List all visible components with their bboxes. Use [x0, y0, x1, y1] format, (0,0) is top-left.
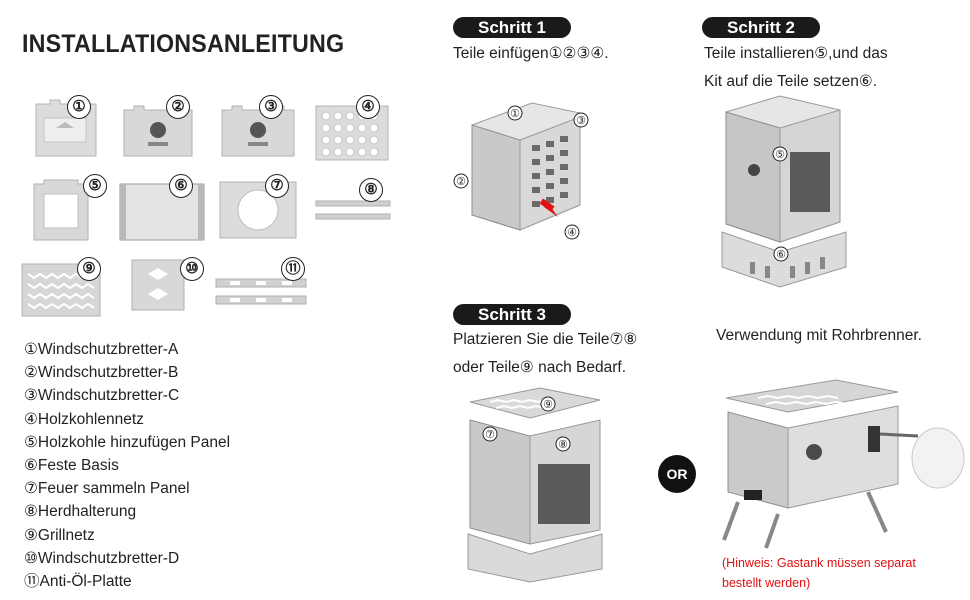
legend-item: ④Holzkohlennetz	[24, 410, 144, 428]
part-4-image	[315, 105, 389, 161]
part-6-image	[119, 183, 205, 241]
step2-illustration: ⑤ ⑥	[721, 95, 847, 288]
step3-callout-8: ⑧	[558, 439, 568, 451]
part-number-8: ⑧	[359, 178, 383, 202]
part-number-6: ⑥	[169, 174, 193, 198]
step2-callout-6: ⑥	[776, 249, 786, 261]
part-10-image	[131, 259, 185, 311]
step1-callout-3: ③	[576, 115, 586, 127]
step3-instruction-line2: oder Teile⑨ nach Bedarf.	[453, 359, 627, 376]
part-5-image	[33, 179, 89, 241]
part-3-image	[221, 105, 295, 157]
part-8	[314, 198, 392, 231]
part-11-image	[215, 278, 307, 305]
part-number-1: ①	[67, 95, 91, 119]
legend-item: ③Windschutzbretter-C	[24, 387, 180, 405]
part-1	[30, 98, 102, 167]
legend-item: ⑪Anti-Öl-Platte	[24, 572, 132, 590]
parts-legend: ①Windschutzbretter-A ②Windschutzbretter-…	[24, 338, 230, 593]
part-1-image	[35, 99, 97, 157]
legend-item: ⑦Feuer sammeln Panel	[24, 480, 190, 498]
part-6	[116, 182, 208, 249]
legend-item: ⑩Windschutzbretter-D	[24, 549, 180, 567]
tube-burner-heading: Verwendung mit Rohrbrenner.	[716, 327, 922, 344]
part-11	[214, 276, 308, 315]
gas-tank-note-line1: (Hinweis: Gastank müssen separat	[722, 556, 916, 570]
legend-item: ⑨Grillnetz	[24, 526, 95, 544]
step2-callout-5: ⑤	[775, 149, 785, 161]
gas-tank-note-line2: bestellt werden)	[722, 576, 811, 590]
part-10	[128, 256, 188, 319]
part-number-3: ③	[259, 95, 283, 119]
step1-instruction: Teile einfügen①②③④.	[453, 45, 609, 62]
step2-badge: Schritt 2	[702, 17, 820, 38]
step1-illustration: ① ② ③ ④	[453, 102, 589, 240]
or-badge: OR	[658, 455, 696, 493]
part-8-image	[315, 200, 391, 220]
legend-item: ②Windschutzbretter-B	[24, 364, 179, 382]
step3-callout-9: ⑨	[543, 399, 553, 411]
step1-callout-4: ④	[567, 227, 577, 239]
tube-burner-illustration	[722, 379, 965, 549]
part-number-9: ⑨	[77, 257, 101, 281]
step2-instruction-line1: Teile installieren⑤,und das	[704, 45, 888, 62]
part-5	[30, 178, 92, 249]
step3-illustration: ⑨ ⑦ ⑧	[467, 387, 603, 583]
part-4	[314, 104, 390, 167]
part-number-11: ⑪	[281, 257, 305, 281]
part-number-2: ②	[166, 95, 190, 119]
step1-callout-2: ②	[456, 176, 466, 188]
part-number-7: ⑦	[265, 174, 289, 198]
step1-badge: Schritt 1	[453, 17, 571, 38]
part-number-4: ④	[356, 95, 380, 119]
page-title: INSTALLATIONSANLEITUNG	[22, 30, 345, 58]
legend-item: ①Windschutzbretter-A	[24, 341, 179, 358]
part-number-10: ⑩	[180, 257, 204, 281]
part-number-5: ⑤	[83, 174, 107, 198]
step1-callout-1: ①	[510, 108, 520, 120]
step2-instruction-line2: Kit auf die Teile setzen⑥.	[704, 73, 878, 90]
step3-badge: Schritt 3	[453, 304, 571, 325]
legend-item: ⑥Feste Basis	[24, 456, 119, 474]
step3-callout-7: ⑦	[485, 429, 495, 441]
legend-item: ⑧Herdhalterung	[24, 503, 137, 521]
step3-instruction-line1: Platzieren Sie die Teile⑦⑧	[453, 331, 638, 348]
legend-item: ⑤Holzkohle hinzufügen Panel	[24, 433, 231, 451]
part-3	[218, 102, 298, 165]
